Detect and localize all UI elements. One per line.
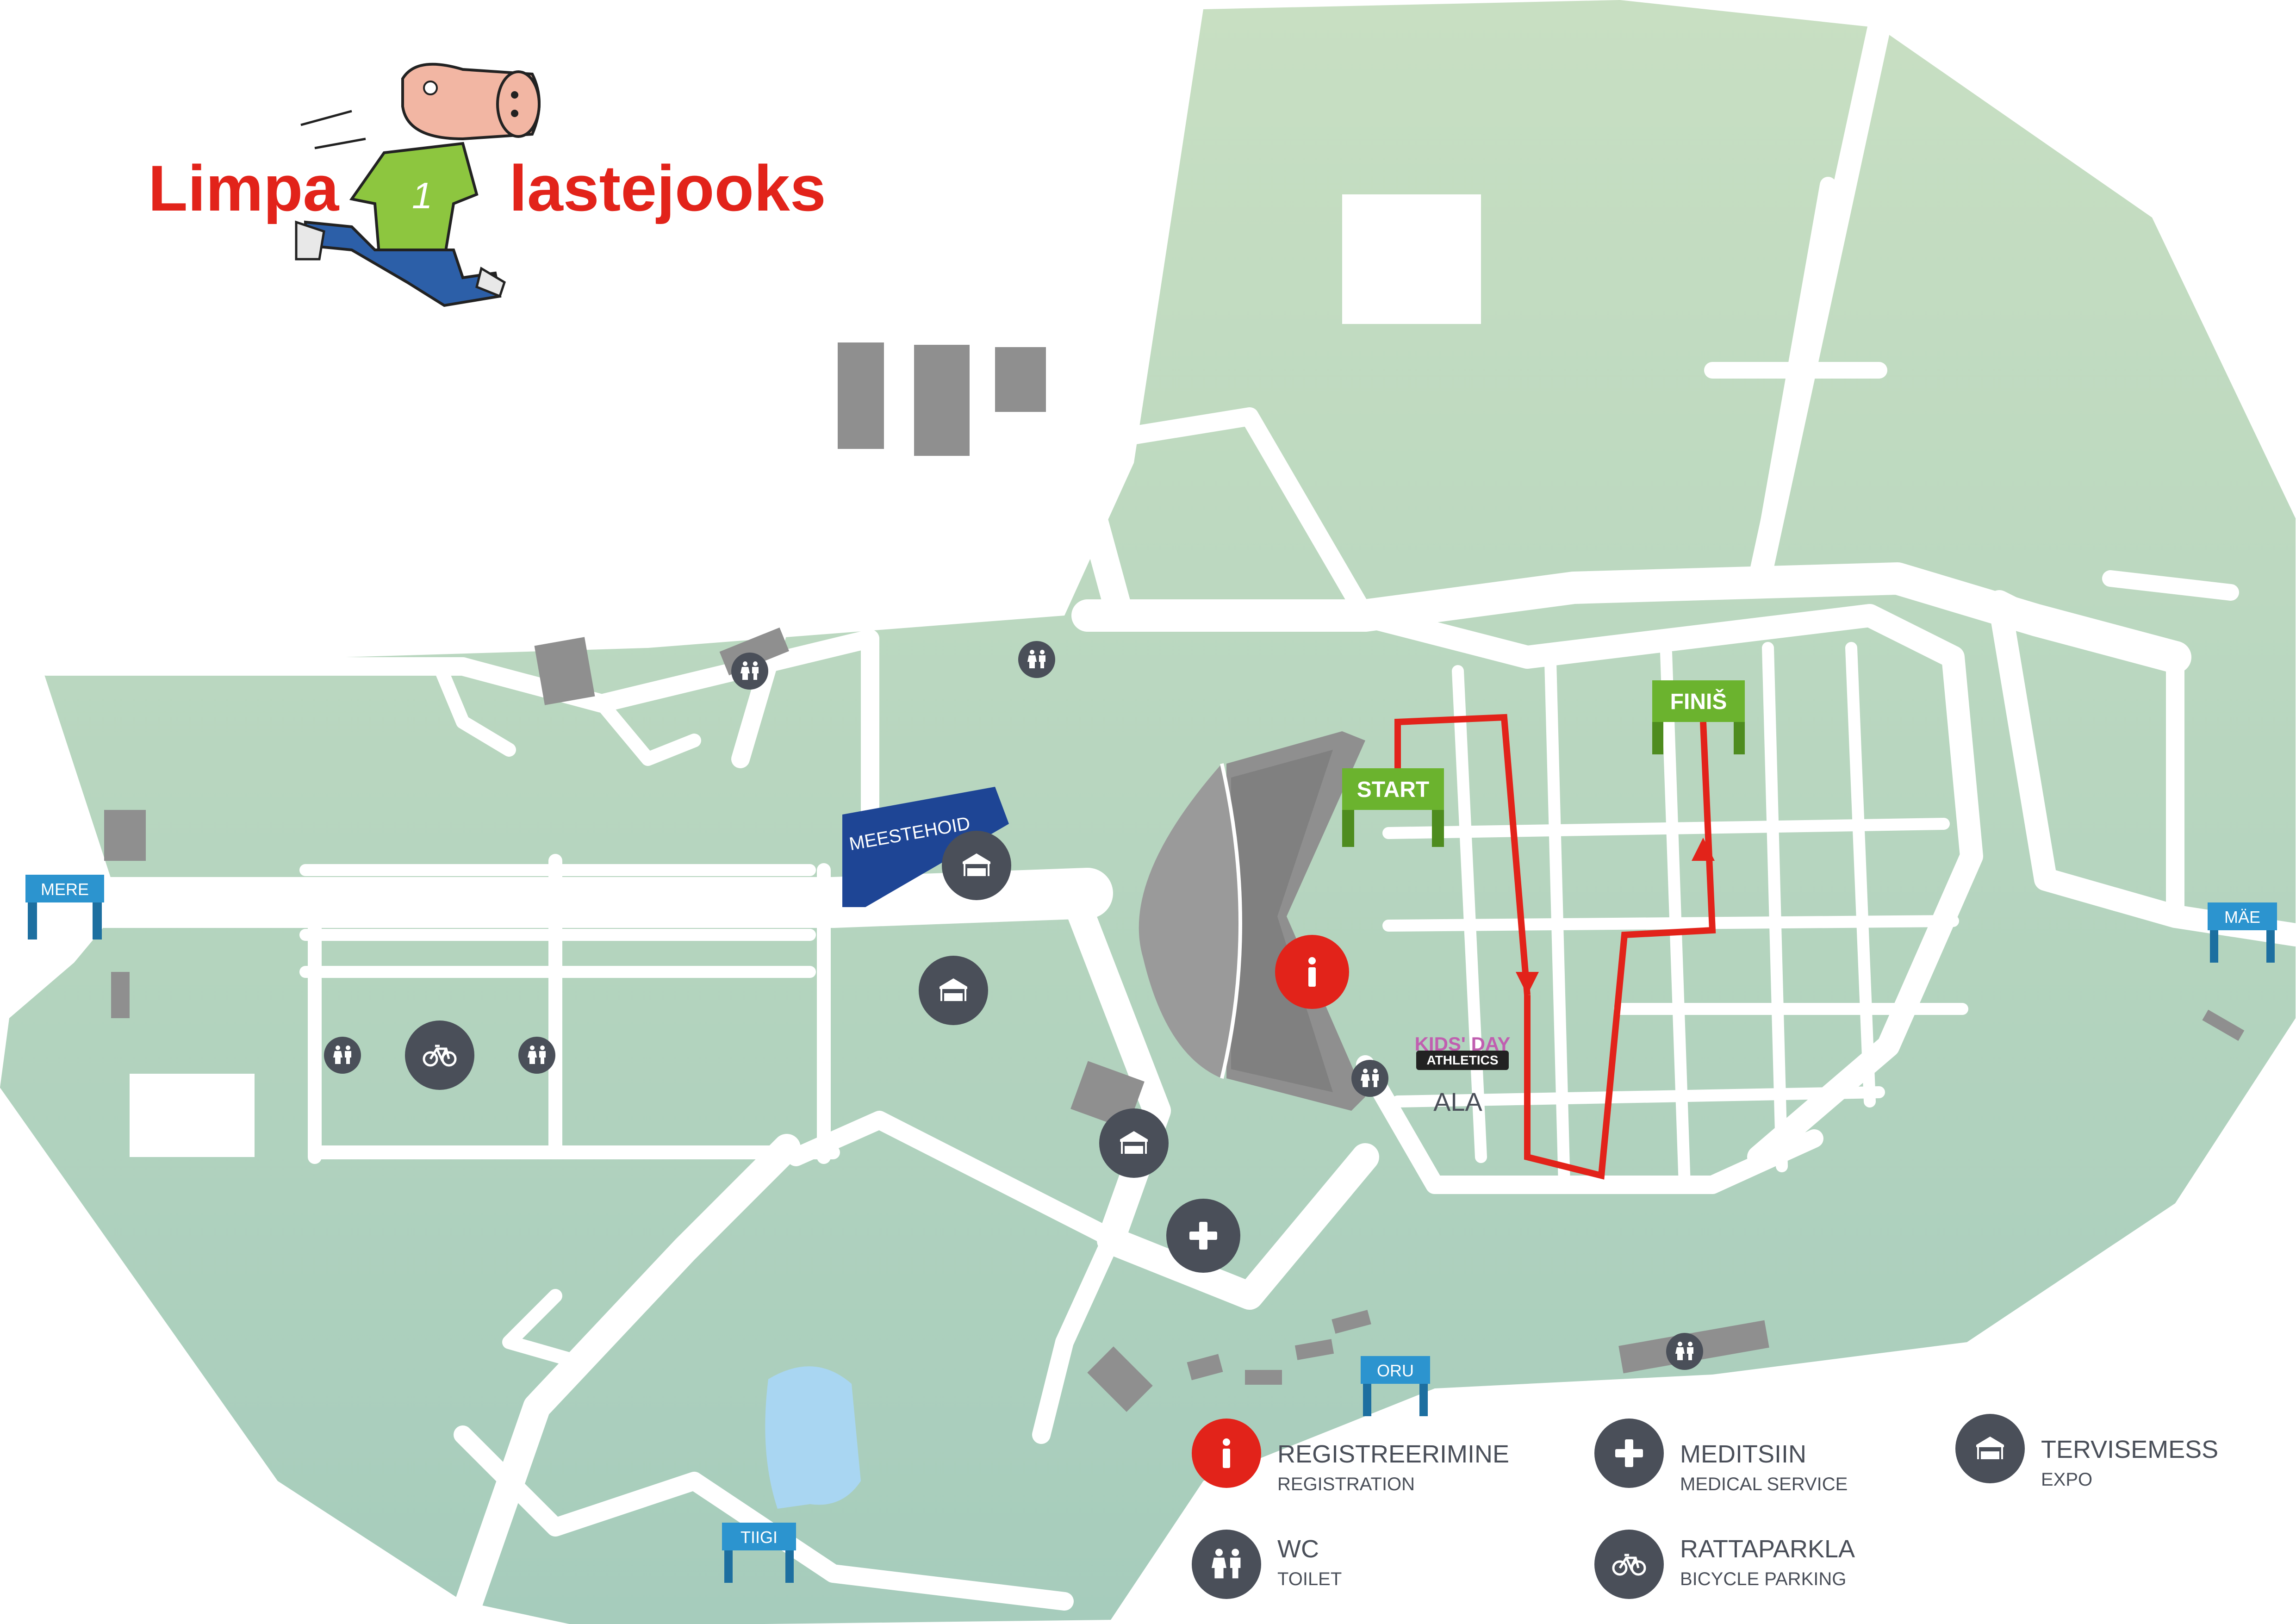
- gate-mere: MERE: [25, 875, 104, 940]
- bicycle-icon: [405, 1020, 474, 1090]
- toilet-icon: [324, 1037, 361, 1074]
- kids-area-label: ALA: [1433, 1087, 1482, 1116]
- race-route: [1394, 714, 1716, 1180]
- gate-mere-label: MERE: [41, 880, 89, 899]
- legend-subtitle: TOILET: [1277, 1569, 1342, 1589]
- legend-toilet: WC TOILET: [1192, 1530, 1342, 1599]
- legend-subtitle: MEDICAL SERVICE: [1680, 1474, 1848, 1494]
- legend-title: RATTAPARKLA: [1680, 1535, 1855, 1563]
- tent-icon: [1099, 1108, 1169, 1178]
- logo-right-word: lastejooks: [509, 152, 826, 224]
- legend-subtitle: EXPO: [2041, 1469, 2092, 1490]
- legend-bicycle: RATTAPARKLA BICYCLE PARKING: [1594, 1530, 1855, 1599]
- legend-title: REGISTREERIMINE: [1277, 1440, 1509, 1468]
- legend-subtitle: REGISTRATION: [1277, 1474, 1415, 1494]
- gate-oru-label: ORU: [1377, 1361, 1414, 1380]
- toilet-icon: [518, 1037, 555, 1074]
- medical-cross-icon: [1594, 1419, 1664, 1488]
- gate-oru: ORU: [1361, 1356, 1430, 1416]
- gate-tiigi: TIIGI: [722, 1523, 796, 1583]
- legend-medical: MEDITSIIN MEDICAL SERVICE: [1594, 1419, 1848, 1494]
- toilet-icon: [731, 653, 768, 690]
- gates: MERE MÄE ORU TIIGI: [25, 875, 2277, 1583]
- legend-registration: REGISTREERIMINE REGISTRATION: [1192, 1419, 1509, 1494]
- legend-expo: TERVISEMESS EXPO: [1955, 1414, 2218, 1490]
- finish-label: FINIŠ: [1670, 689, 1727, 714]
- legend: REGISTREERIMINE REGISTRATION MEDITSIIN M…: [1192, 1414, 2218, 1599]
- tent-icon: [942, 831, 1011, 900]
- logo-shirt-number: 1: [412, 175, 433, 216]
- event-logo: Limpa lastejooks 1: [148, 62, 826, 307]
- toilet-icon: [1351, 1060, 1388, 1097]
- legend-subtitle: BICYCLE PARKING: [1680, 1569, 1846, 1589]
- tent-icon: [1955, 1414, 2025, 1483]
- legend-title: MEDITSIIN: [1680, 1440, 1806, 1468]
- finish-sign: FINIŠ: [1652, 680, 1745, 754]
- toilet-icon: [1666, 1333, 1703, 1370]
- toilet-icon: [1018, 641, 1055, 678]
- map-icons: [324, 641, 1703, 1370]
- athletics-label: ATHLETICS: [1426, 1053, 1498, 1067]
- bicycle-icon: [1594, 1530, 1664, 1599]
- song-stage: [1139, 731, 1365, 1111]
- toilet-icon: [1192, 1530, 1261, 1599]
- legend-title: WC: [1277, 1535, 1319, 1563]
- pig-mascot: 1: [295, 62, 541, 307]
- start-sign: START: [1342, 768, 1444, 847]
- gate-mae: MÄE: [2208, 902, 2277, 963]
- gate-mae-label: MÄE: [2224, 908, 2260, 927]
- start-label: START: [1357, 778, 1429, 802]
- tent-icon: [919, 956, 988, 1025]
- info-icon: [1275, 935, 1349, 1009]
- gate-tiigi-label: TIIGI: [740, 1528, 778, 1547]
- logo-left-word: Limpa: [148, 152, 339, 224]
- kids-area: KIDS' DAY ATHLETICS ALA: [1415, 1033, 1511, 1116]
- white-lot-west: [130, 1074, 255, 1157]
- info-icon: [1192, 1419, 1261, 1488]
- legend-title: TERVISEMESS: [2041, 1436, 2218, 1463]
- white-lot: [1342, 194, 1481, 324]
- pond: [765, 1366, 861, 1509]
- medical-cross-icon: [1166, 1199, 1240, 1273]
